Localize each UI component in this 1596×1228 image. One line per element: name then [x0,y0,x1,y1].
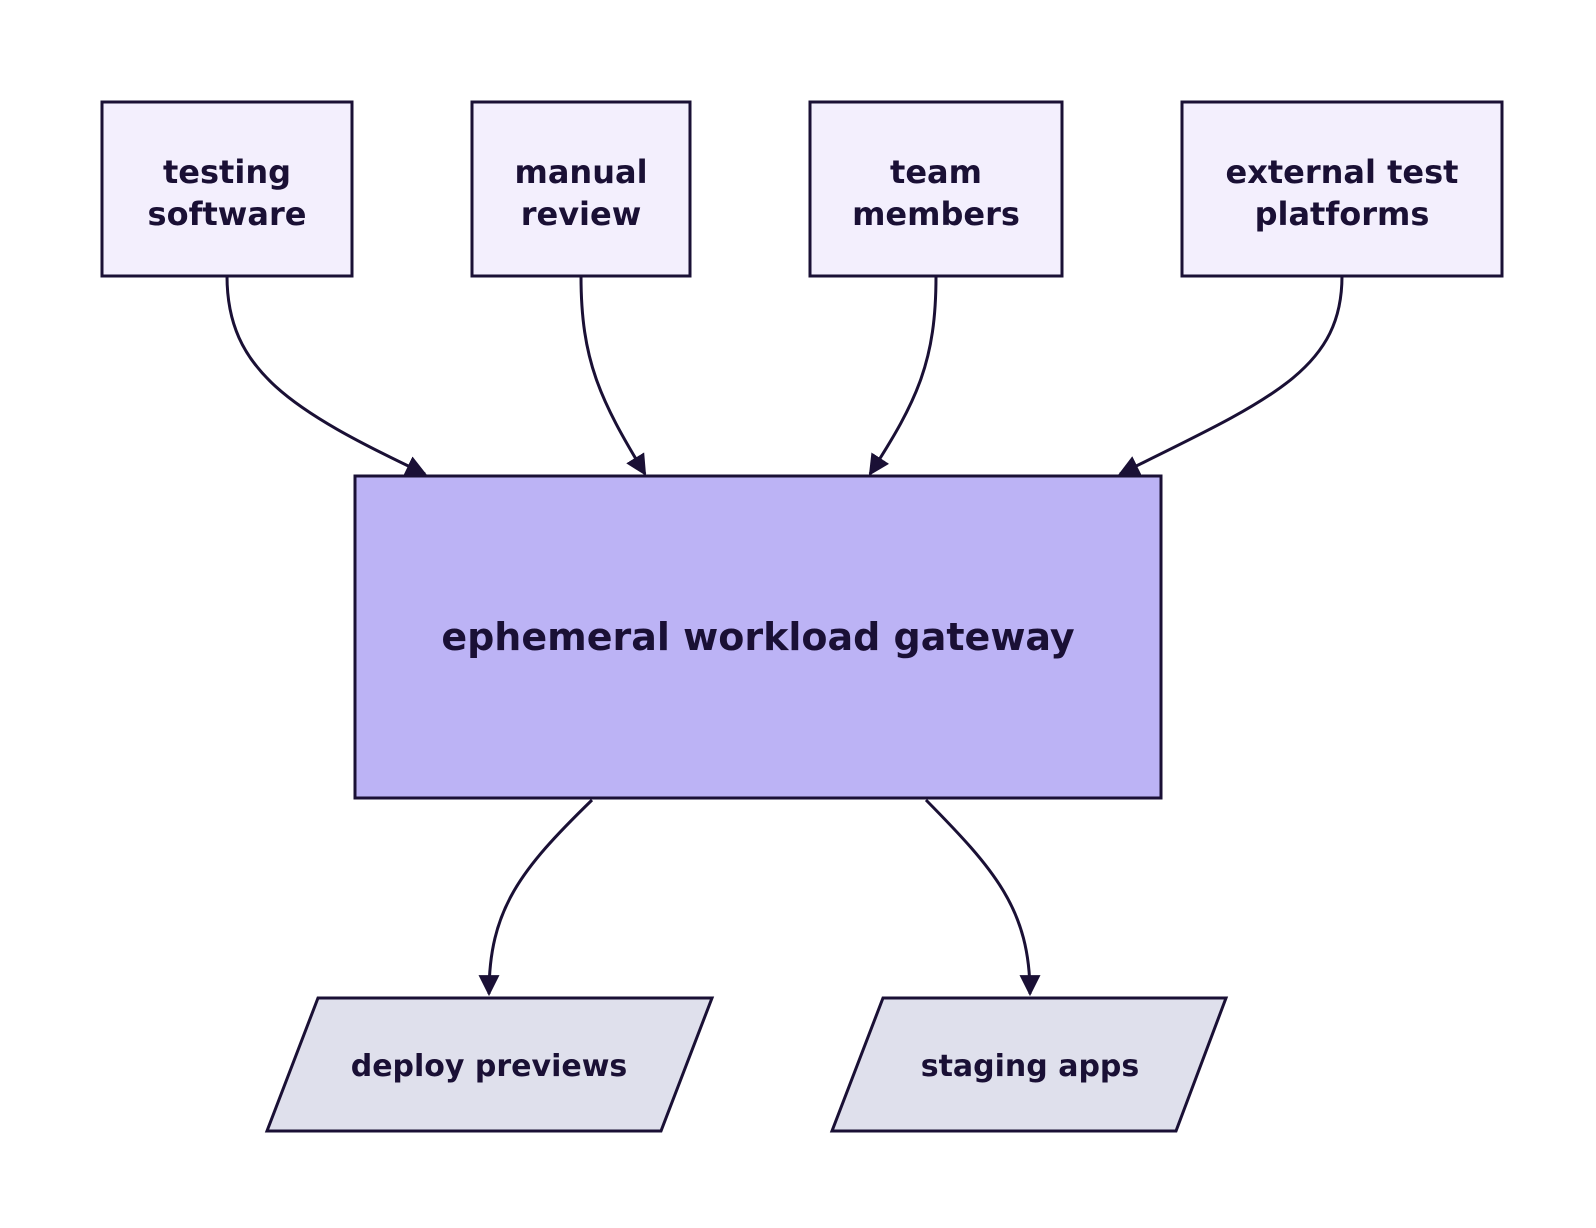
node-team-members-line2: members [852,195,1020,233]
node-external-test-platforms-line2: platforms [1255,195,1430,233]
svg-text:members: members [852,195,1020,233]
edge-manual-review-to-gateway [579,275,647,476]
svg-text:team: team [890,153,982,191]
node-deploy-previews: deploy previews [264,996,715,1133]
node-external-test-platforms-line1: external test [1226,153,1459,191]
edge-gateway-to-staging-apps [924,798,1041,997]
node-team-members: team members [808,100,1064,278]
node-external-test-platforms: external test platforms [1180,100,1504,278]
svg-text:deploy previews: deploy previews [351,1049,628,1084]
node-deploy-previews-label: deploy previews [351,1049,628,1084]
edge-team-members-to-gateway [868,275,938,476]
svg-text:ephemeral workload gateway: ephemeral workload gateway [441,615,1075,659]
node-ephemeral-workload-gateway: ephemeral workload gateway [353,474,1163,800]
svg-text:software: software [148,195,307,233]
node-testing-software-line1: testing [163,153,291,191]
svg-text:staging apps: staging apps [921,1049,1140,1084]
svg-text:review: review [521,195,642,233]
edge-testing-software-to-gateway [225,275,427,476]
edge-external-test-platforms-to-gateway [1118,275,1344,476]
svg-text:external test: external test [1226,153,1459,191]
node-staging-apps-label: staging apps [921,1049,1140,1084]
node-manual-review-line1: manual [514,153,647,191]
node-testing-software-line2: software [148,195,307,233]
svg-text:testing: testing [163,153,291,191]
edge-gateway-to-deploy-previews [478,798,594,997]
node-manual-review-line2: review [521,195,642,233]
svg-text:platforms: platforms [1255,195,1430,233]
node-team-members-line1: team [890,153,982,191]
node-staging-apps: staging apps [829,996,1229,1133]
node-testing-software: testing software [100,100,354,278]
svg-text:manual: manual [514,153,647,191]
node-manual-review: manual review [470,100,692,278]
node-gateway-label: ephemeral workload gateway [441,615,1075,659]
